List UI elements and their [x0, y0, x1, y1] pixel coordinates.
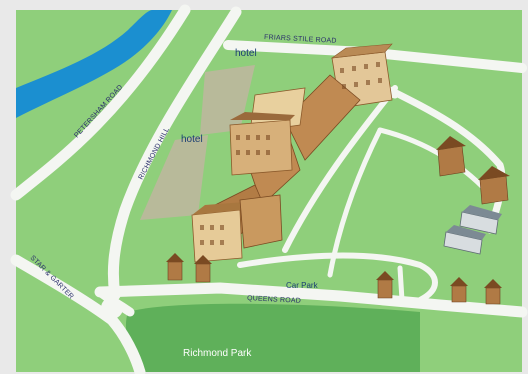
grounds-patch-lower — [140, 135, 208, 220]
hotel-annex-middle — [229, 119, 293, 176]
cottage-2 — [194, 255, 212, 283]
label-richmond-park: Richmond Park — [183, 348, 252, 359]
cottage-3 — [376, 271, 394, 299]
hotel-building-complex — [191, 43, 393, 263]
roundabout — [101, 297, 123, 319]
terrace-2 — [443, 225, 486, 255]
richmond-hill-road — [107, 6, 242, 301]
driveway-east — [386, 86, 506, 234]
hotel-annex-middle-roof — [230, 112, 295, 120]
car-park-spur — [397, 265, 405, 303]
label-friars-stile-road: FRIARS STILE ROAD — [264, 34, 337, 45]
cottage-1 — [166, 253, 184, 281]
hotel-tower-north-roof — [330, 43, 393, 59]
label-hotel-middle: hotel — [181, 134, 203, 145]
queens-road — [94, 282, 528, 318]
petersham-road — [10, 4, 191, 201]
cottage-4 — [450, 277, 468, 303]
richmond-park-area — [125, 303, 420, 372]
villa-1 — [436, 136, 466, 177]
terrace-1 — [459, 205, 502, 235]
hotel-wing-main — [284, 74, 361, 161]
hotel-block-south-roof — [192, 202, 245, 215]
cottages — [166, 136, 510, 305]
hotel-windows — [200, 62, 382, 245]
label-hotel-upper: hotel — [235, 48, 257, 59]
car-park-loop — [237, 252, 438, 303]
hotel-block-south-east — [239, 194, 283, 249]
river-thames — [16, 10, 172, 118]
label-car-park: Car Park — [286, 281, 319, 290]
hotel-block-south — [191, 209, 243, 263]
label-queens-road: QUEENS ROAD — [247, 295, 301, 305]
cottage-5 — [484, 279, 502, 305]
villa-2 — [478, 166, 510, 205]
